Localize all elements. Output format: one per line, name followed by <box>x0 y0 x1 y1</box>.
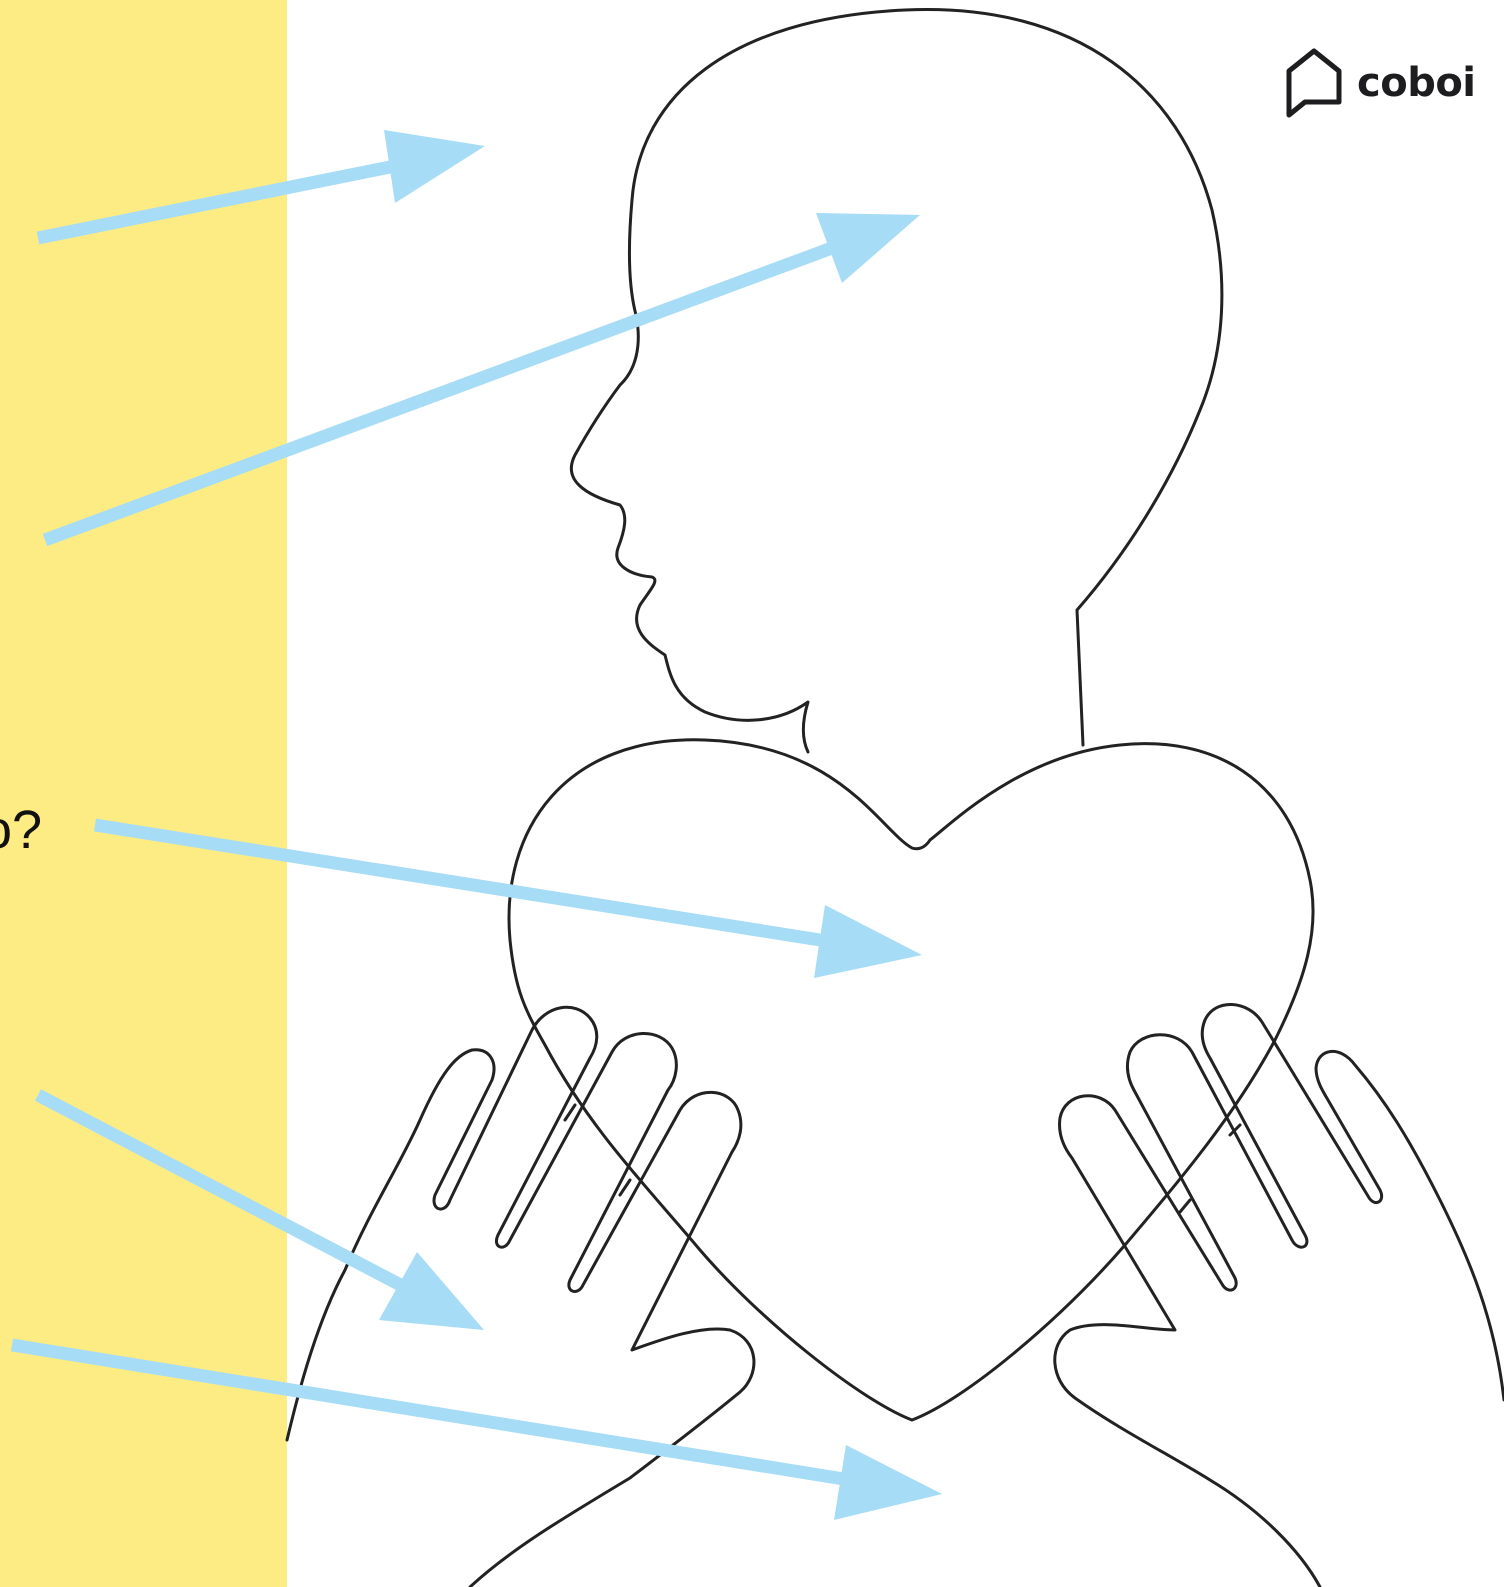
arrow-line-3 <box>95 825 820 940</box>
brand-name: coboi <box>1357 60 1476 106</box>
arrow-head-5 <box>834 1445 942 1520</box>
arrow-line-1 <box>38 165 400 238</box>
arrow-head-1 <box>384 130 485 203</box>
arrow-head-4 <box>379 1252 484 1330</box>
right-hand-outline <box>1055 1004 1504 1587</box>
left-hand-outline <box>287 1007 754 1587</box>
arrow-head-2 <box>816 213 920 283</box>
brand-logo: coboi <box>1285 45 1476 120</box>
arrow-head-3 <box>814 905 922 978</box>
arrow-line-2 <box>45 245 840 540</box>
house-outline-icon <box>1285 47 1343 119</box>
heart-outline <box>509 740 1313 1420</box>
arrow-line-4 <box>38 1095 410 1290</box>
arrow-line-5 <box>12 1345 850 1480</box>
head-outline <box>571 9 1222 752</box>
